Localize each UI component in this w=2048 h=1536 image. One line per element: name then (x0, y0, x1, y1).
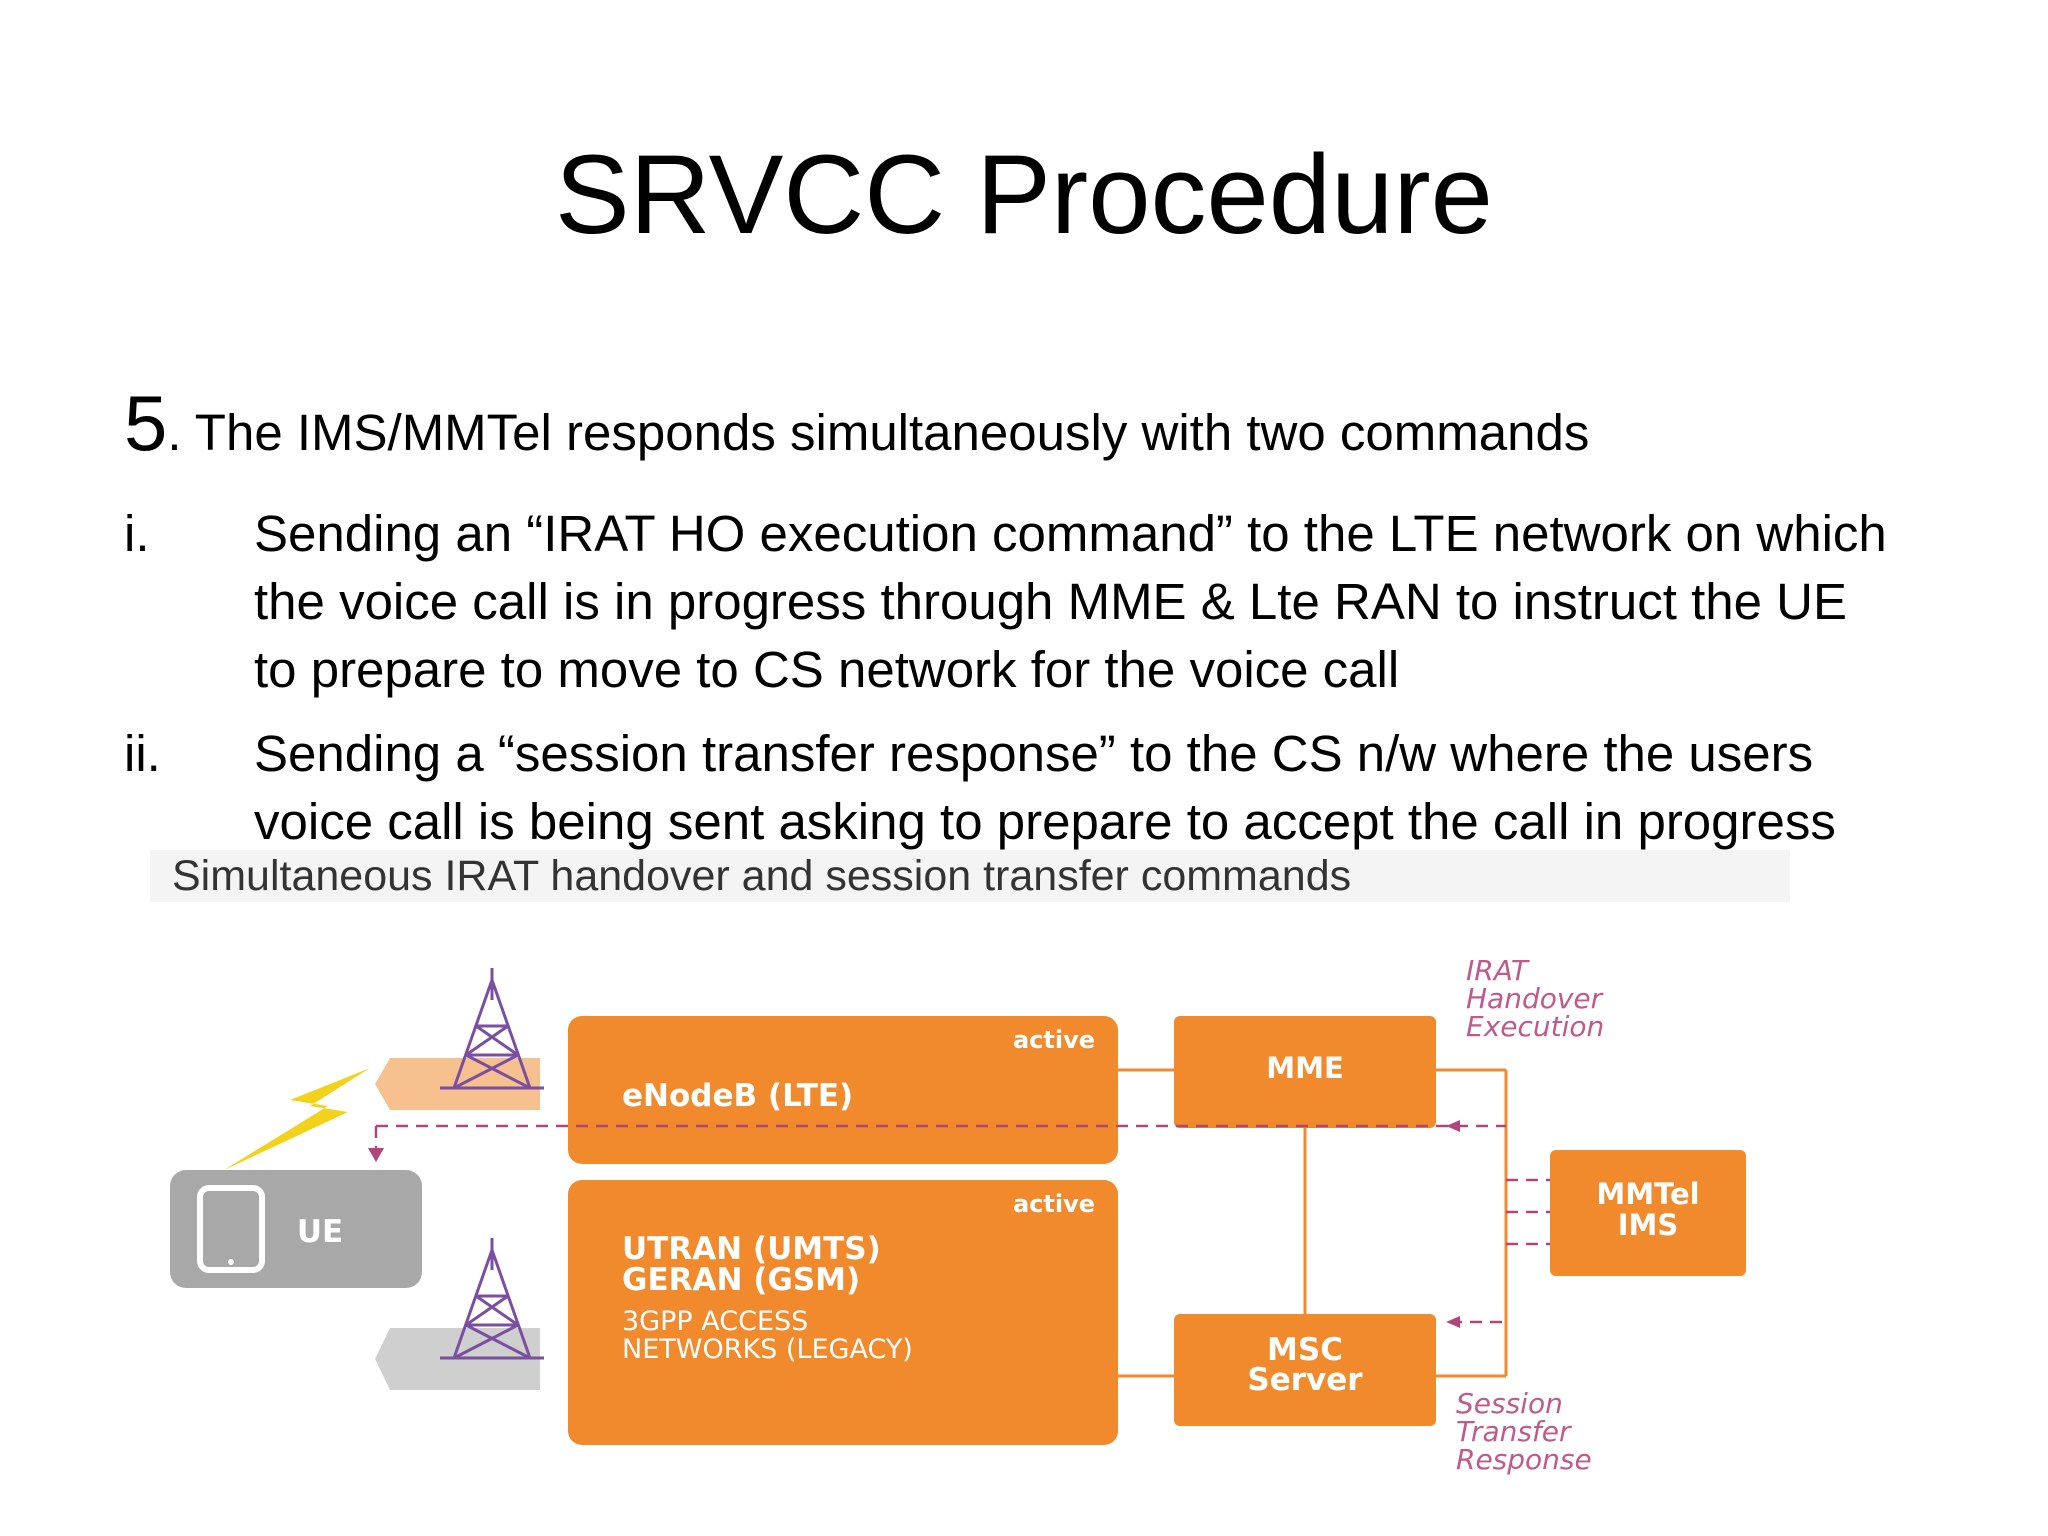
legacy-antenna-icon (440, 1238, 544, 1360)
session-annotation-line-3: Response (1456, 1443, 1592, 1476)
msc-arrowhead (1446, 1316, 1460, 1328)
ue-label: UE (297, 1214, 343, 1250)
step-heading: 5. The IMS/MMTel responds simultaneously… (124, 384, 1974, 464)
list-marker: ii. (124, 725, 161, 782)
mme-box (1174, 1016, 1436, 1128)
figure-caption: Simultaneous IRAT handover and session t… (150, 850, 1790, 902)
lightning-icon (224, 1068, 370, 1170)
network-links (1118, 1068, 1508, 1378)
msc-label: MSC (1267, 1332, 1343, 1368)
ue-arrowhead (368, 1148, 384, 1162)
slide-title: SRVCC Procedure (555, 132, 1493, 257)
msc-server-box (1174, 1314, 1436, 1426)
utran-label: UTRAN (UMTS) (622, 1231, 881, 1267)
phone-button-icon (228, 1259, 234, 1265)
session-annotation-line-2: Transfer (1456, 1415, 1572, 1448)
enodeb-label: eNodeB (LTE) (622, 1078, 853, 1114)
enodeb-status: active (1013, 1026, 1095, 1054)
step-text: . The IMS/MMTel responds simultaneously … (167, 404, 1590, 461)
lte-antenna-icon (440, 968, 544, 1090)
access-networks-label-2: NETWORKS (LEGACY) (622, 1334, 913, 1365)
lte-connector-arrow (375, 1058, 540, 1110)
list-item-line: the voice call is in progress through MM… (254, 573, 1848, 630)
list-item-line: Sending an “IRAT HO execution command” t… (254, 505, 1887, 562)
mmtel-label: MMTel (1596, 1177, 1699, 1211)
server-label: Server (1247, 1362, 1363, 1398)
list-item-text: Sending a “session transfer response” to… (254, 720, 1974, 856)
step-number: 5 (124, 379, 168, 467)
access-networks-label: 3GPP ACCESS (622, 1306, 808, 1337)
mmtel-ims-box (1550, 1150, 1746, 1276)
utran-box (568, 1180, 1118, 1445)
mme-label: MME (1266, 1051, 1344, 1085)
list-item-text: Sending an “IRAT HO execution command” t… (254, 500, 1974, 704)
signalling-paths (374, 1124, 1550, 1324)
ims-label: IMS (1618, 1208, 1679, 1242)
irat-annotation-line-2: Handover (1466, 982, 1604, 1015)
srvcc-diagram: Simultaneous IRAT handover and session t… (150, 850, 1790, 1490)
irat-annotation-line-1: IRAT (1466, 954, 1530, 987)
session-annotation-line-1: Session (1456, 1387, 1563, 1420)
utran-status: active (1013, 1190, 1095, 1218)
ue-box (170, 1170, 422, 1288)
irat-annotation-line-3: Execution (1466, 1010, 1604, 1043)
mme-arrowhead (1446, 1120, 1460, 1132)
phone-icon (197, 1185, 265, 1273)
list-item-line: voice call is being sent asking to prepa… (254, 793, 1836, 850)
geran-label: GERAN (GSM) (622, 1262, 860, 1298)
list-item-line: to prepare to move to CS network for the… (254, 641, 1400, 698)
list-item-line: Sending a “session transfer response” to… (254, 725, 1814, 782)
diagram-canvas: active eNodeB (LTE) active UTRAN (UMTS) … (170, 954, 1746, 1476)
list-marker: i. (124, 505, 150, 562)
